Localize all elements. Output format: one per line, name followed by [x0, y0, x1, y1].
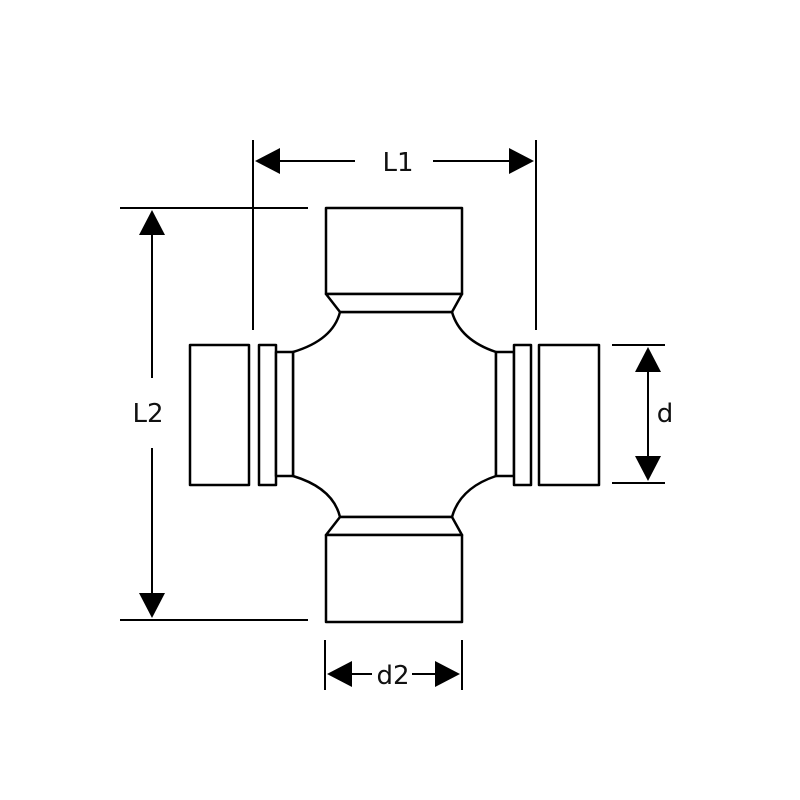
top-neck — [324, 292, 464, 314]
arrowhead-l2-bottom — [139, 593, 165, 618]
left-ring-outer — [257, 343, 278, 487]
arrowhead-d2-left — [327, 661, 352, 687]
left-cap — [188, 343, 251, 487]
bottom-neck — [324, 515, 464, 537]
top-trunnion — [324, 206, 464, 314]
dimension-d2: d2 — [327, 661, 460, 691]
dimension-label-l2: L2 — [132, 399, 163, 429]
arrowhead-d2-right — [435, 661, 460, 687]
dimension-label-d2: d2 — [376, 661, 409, 691]
arrowhead-l1-right — [509, 148, 534, 174]
dimension-l1: L1 — [255, 148, 534, 178]
right-ring-inner — [494, 350, 516, 478]
arrowhead-l1-left — [255, 148, 280, 174]
right-ring-outer — [512, 343, 533, 487]
dimension-label-l1: L1 — [382, 148, 413, 178]
cross-body — [291, 310, 498, 519]
arrowhead-l2-top — [139, 210, 165, 235]
arrowhead-d-bottom — [635, 456, 661, 481]
top-cap — [324, 206, 464, 296]
dimension-d: d — [635, 347, 673, 481]
arrowhead-d-top — [635, 347, 661, 372]
right-trunnion — [494, 343, 601, 487]
bottom-trunnion — [324, 515, 464, 624]
dimension-l2: L2 — [132, 210, 165, 618]
bottom-cap — [324, 533, 464, 624]
dimension-label-d: d — [657, 399, 674, 429]
right-cap — [537, 343, 601, 487]
left-ring-inner — [274, 350, 295, 478]
left-trunnion — [188, 343, 295, 487]
